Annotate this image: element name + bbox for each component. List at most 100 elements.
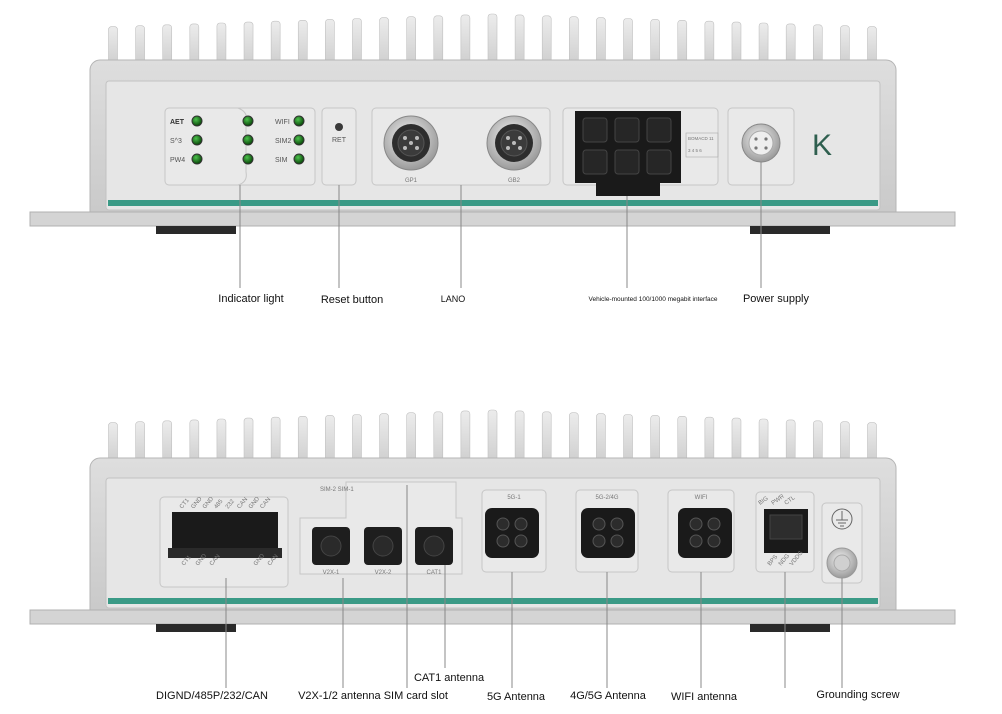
small-port-v2x2[interactable] xyxy=(364,527,402,565)
top-callouts xyxy=(239,162,762,288)
antenna-pin xyxy=(496,534,510,548)
indicator-labels-right: WIFI SIM2 SIM xyxy=(275,119,291,164)
heatsink-fin xyxy=(135,25,145,65)
led-icon xyxy=(293,115,305,127)
power-connector-icon xyxy=(748,130,774,156)
bottom-foot-right xyxy=(750,624,830,632)
vehicle-connector-cell xyxy=(646,117,672,143)
indicator-label: SIM xyxy=(275,157,288,164)
square-connector-icon xyxy=(372,535,394,557)
callout-power-supply: Power supply xyxy=(743,293,810,305)
dignd-connector-lip xyxy=(168,548,282,558)
small-port-v2x1[interactable] xyxy=(312,527,350,565)
antenna-connector[interactable] xyxy=(581,508,635,558)
reset-panel xyxy=(321,107,357,186)
rj45-pin-label: CTL xyxy=(784,495,797,507)
top-device: AET S^3 PW4 WIFI SIM2 SIM RET xyxy=(29,13,956,234)
heatsink-fin xyxy=(677,19,688,65)
rj45-pin-label: BIG xyxy=(758,496,770,507)
antenna-label: 5G-2/4G xyxy=(595,495,618,501)
vehicle-table-text: 3 4 5 6 xyxy=(688,148,702,153)
ground-symbol-icon xyxy=(831,508,853,530)
callout-grounding-screw: Grounding screw xyxy=(816,689,899,701)
small-port-label: CAT1 xyxy=(427,570,443,576)
antenna-pin xyxy=(592,517,606,531)
heatsink-fin xyxy=(569,16,579,65)
callout-reset-button: Reset button xyxy=(321,294,383,306)
heatsink-fin xyxy=(514,410,525,463)
antenna-connector[interactable] xyxy=(485,508,539,558)
heatsink-fin xyxy=(297,415,308,463)
heatsink-fin xyxy=(569,412,579,463)
brand-logo: K xyxy=(812,129,832,162)
connector-pin xyxy=(518,146,522,150)
heatsink-fin xyxy=(840,421,850,463)
heatsink-fin xyxy=(406,412,416,463)
heatsink-fin xyxy=(189,419,200,463)
callout-4g5g-antenna: 4G/5G Antenna xyxy=(570,690,647,702)
indicator-label: SIM2 xyxy=(275,138,291,145)
heatsink-fin xyxy=(325,19,335,65)
grounding-screw-head xyxy=(833,554,851,572)
power-pin xyxy=(754,146,758,150)
connector-pin xyxy=(415,136,419,140)
connector-pin xyxy=(506,136,510,140)
heatsink-fin xyxy=(243,417,254,463)
vehicle-connector-cell xyxy=(614,149,640,175)
heatsink-fin xyxy=(867,422,877,463)
antenna-ports xyxy=(485,508,732,558)
antenna-label: 5G-1 xyxy=(507,495,521,501)
heatsink-fins-bottom xyxy=(108,409,877,463)
heatsink-fin xyxy=(867,26,877,65)
heatsink-fin xyxy=(650,415,660,463)
heatsink-fin xyxy=(189,23,200,65)
heatsink-fin xyxy=(406,16,416,65)
bottom-mount-flange xyxy=(29,609,956,625)
sim-label: SIM-2 SIM-1 xyxy=(320,487,354,493)
vehicle-connector-cell xyxy=(646,149,672,175)
vehicle-connector-cells xyxy=(582,117,672,175)
vehicle-connector-cell xyxy=(582,149,608,175)
connector-pin xyxy=(518,136,522,140)
heatsink-fin xyxy=(460,14,471,65)
led-icon xyxy=(191,115,203,127)
callout-vehicle-interface: Vehicle-mounted 100/1000 megabit interfa… xyxy=(588,296,717,303)
reset-button[interactable] xyxy=(335,123,343,131)
callout-dignd: DIGND/485P/232/CAN xyxy=(156,690,268,702)
antenna-label: WIFI xyxy=(695,495,708,501)
power-pin xyxy=(754,137,758,141)
indicator-panel xyxy=(164,107,316,186)
led-icon xyxy=(242,134,254,146)
heatsink-fin xyxy=(731,21,742,65)
small-port-label: V2X-1 xyxy=(323,570,340,576)
bottom-teal-strip xyxy=(108,598,878,604)
heatsink-fin xyxy=(812,420,823,463)
heatsink-fin xyxy=(379,413,389,463)
heatsink-fin xyxy=(162,24,173,65)
heatsink-fin xyxy=(812,24,823,65)
lan-port-label: GB2 xyxy=(508,178,521,184)
dignd-pin-label: 232 xyxy=(225,498,236,510)
antenna-pin xyxy=(610,517,624,531)
small-port-cat1[interactable] xyxy=(415,527,453,565)
callout-cat1: CAT1 antenna xyxy=(414,672,485,684)
heatsink-fin xyxy=(785,419,796,463)
antenna-connector[interactable] xyxy=(678,508,732,558)
heatsink-fin xyxy=(135,421,145,463)
heatsink-fin xyxy=(541,411,552,463)
top-mount-flange xyxy=(29,211,956,227)
connector-pin xyxy=(403,146,407,150)
connector-pin xyxy=(403,136,407,140)
heatsink-fin xyxy=(704,20,715,65)
led-icon xyxy=(191,134,203,146)
connector-pin xyxy=(415,146,419,150)
connector-pin xyxy=(506,146,510,150)
callout-lan0: LANO xyxy=(441,294,466,304)
heatsink-fin xyxy=(433,15,444,65)
heatsink-fin xyxy=(162,420,173,463)
antenna-pin xyxy=(514,517,528,531)
heatsink-fin xyxy=(433,411,444,463)
heatsink-fin xyxy=(514,14,525,65)
led-icon xyxy=(293,134,305,146)
lan-pins xyxy=(403,136,522,150)
